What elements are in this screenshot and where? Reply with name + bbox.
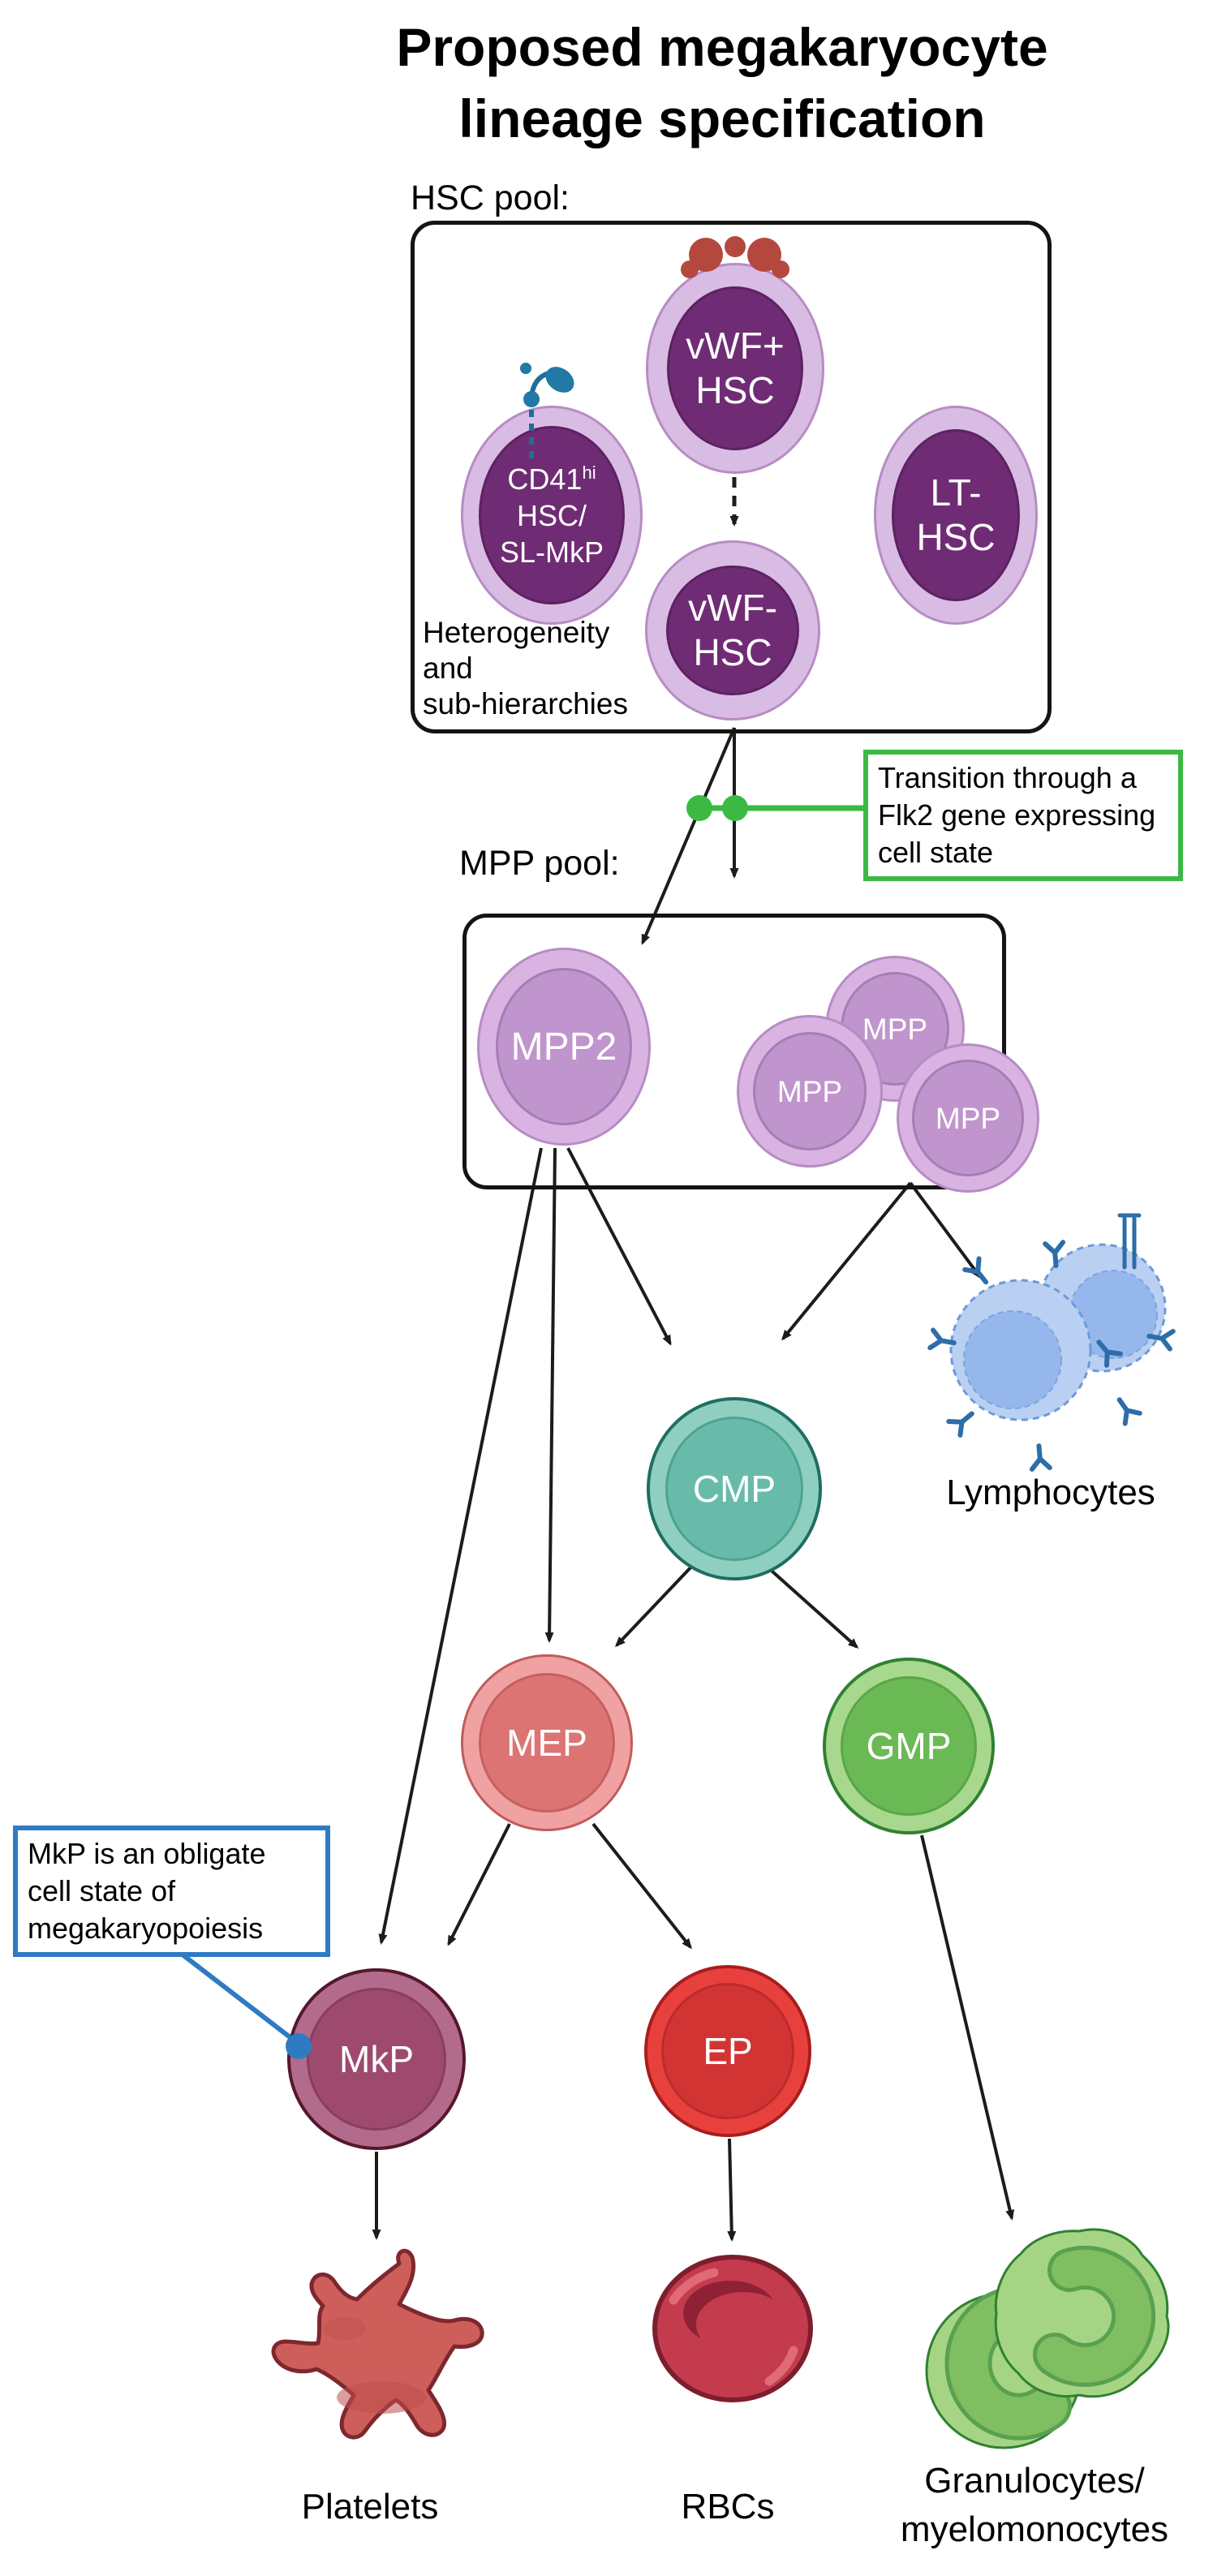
flk2-annotation-box: Transition through a Flk2 gene expressin… [863, 750, 1183, 881]
mpp-pool-label: MPP pool: [459, 844, 620, 883]
flk2-dot-left [686, 795, 712, 821]
hsc-pool-label: HSC pool: [411, 178, 570, 217]
cell-lt-hsc-inner [892, 429, 1020, 601]
mkp-callout-dot [286, 2033, 312, 2059]
arrow-mpppool-to-lymphocytes [909, 1181, 982, 1279]
cell-mep-label: MEP [506, 1721, 587, 1764]
cell-cd41-label: CD41hi HSC/ SL-MkP [499, 462, 604, 569]
cell-vwf-minus-label: vWF- HSC [688, 587, 777, 673]
arrow-mpppool-to-cmp [781, 1181, 912, 1341]
lymphocytes-label: Lymphocytes [946, 1473, 1155, 1512]
arrow-mep-to-ep [591, 1822, 692, 1950]
arrow-gmp-to-granulocytes [920, 1834, 1015, 2221]
cell-cmp: CMP [647, 1397, 822, 1580]
arrow-hsc-to-mpp2 [641, 727, 736, 945]
hsc-heterogeneity-note: Heterogeneity and sub-hierarchies [423, 616, 628, 720]
cell-mkp-label: MkP [339, 2037, 414, 2080]
arrow-mep-to-mkp [447, 1823, 511, 1946]
cell-ep: EP [644, 1965, 811, 2137]
mkp-annotation-box: MkP is an obligate cell state of megakar… [13, 1826, 330, 1957]
cell-mpp-right-inner [912, 1060, 1024, 1176]
granulocytes-label: Granulocytes/ myelomonocytes [900, 2461, 1169, 2549]
platelet-icon [271, 2248, 484, 2440]
cell-mpp-right-label: MPP [935, 1101, 1001, 1135]
cell-mpp-top-label: MPP [862, 1012, 928, 1046]
cell-gmp: GMP [823, 1658, 995, 1834]
cell-ep-inner [661, 1983, 794, 2119]
cell-cd41-hsc-slmkp: CD41hi HSC/ SL-MkP [461, 406, 643, 625]
flk2-dot-right [722, 795, 748, 821]
flk2-transition-marker [686, 795, 863, 821]
lymphocytes-icon [927, 1213, 1176, 1472]
cd41-superscript: hi [582, 462, 596, 483]
rbc-icon [652, 2255, 813, 2402]
cell-vwf-plus-hsc: vWF+ HSC [646, 263, 824, 474]
cell-mpp-left-inner [753, 1032, 867, 1150]
cell-gmp-label: GMP [866, 1724, 952, 1767]
arrow-ep-to-rbcs [727, 2138, 737, 2242]
cell-vwf-plus-label: vWF+ HSC [686, 325, 785, 411]
cell-ep-label: EP [703, 2029, 753, 2072]
cell-vwf-minus-hsc: vWF- HSC [645, 540, 820, 720]
cell-mkp-inner [307, 1988, 446, 2131]
cell-mpp-right: MPP [897, 1043, 1039, 1193]
cell-mpp2-inner [496, 968, 632, 1125]
cell-cd41-inner [479, 426, 625, 604]
page-title: Proposed megakaryocyte lineage specifica… [396, 17, 1048, 148]
cell-vwf-plus-inner [667, 286, 803, 450]
mkp-callout-line [171, 1945, 297, 2044]
cell-cmp-label: CMP [692, 1467, 776, 1510]
cell-mkp: MkP [287, 1968, 466, 2150]
cell-lt-hsc: LT- HSC [874, 406, 1038, 625]
rbcs-label: RBCs [681, 2487, 775, 2527]
cell-mpp-left: MPP [737, 1015, 883, 1168]
arrow-mpp2-to-mep [544, 1147, 557, 1643]
cell-mep: MEP [461, 1654, 633, 1831]
cell-mpp-left-label: MPP [776, 1074, 843, 1108]
platelets-label: Platelets [301, 2487, 439, 2527]
cell-lt-hsc-label: LT- HSC [916, 471, 996, 558]
cell-cmp-inner [665, 1417, 803, 1561]
cell-mpp2-label: MPP2 [510, 1025, 617, 1069]
granulocytes-icon [925, 2228, 1170, 2449]
cell-vwf-minus-inner [666, 566, 799, 695]
cell-mpp2: MPP2 [477, 948, 651, 1146]
cell-gmp-inner [841, 1676, 977, 1816]
